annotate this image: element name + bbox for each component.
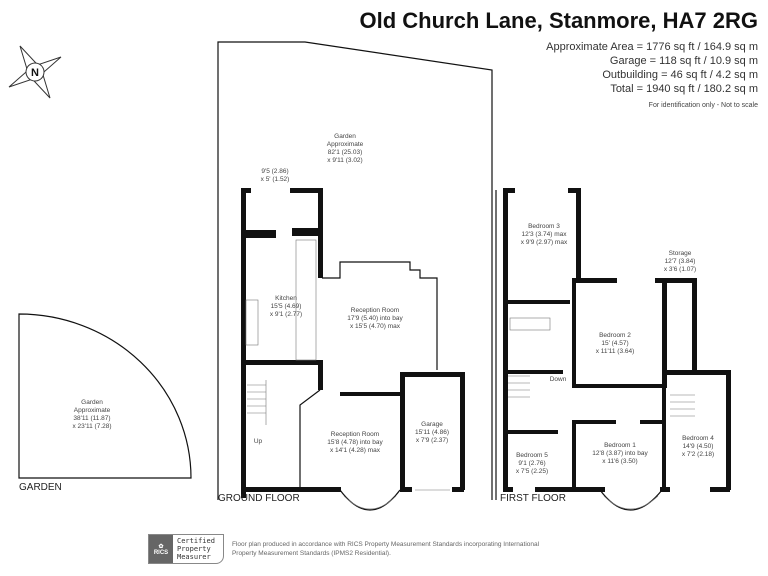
room-dimension: 82'1 (25.03) <box>328 149 363 156</box>
room-name: Reception Room <box>351 307 399 314</box>
room-name: Garden <box>334 133 356 140</box>
room-note: Approximate <box>327 141 364 148</box>
rics-badge-text: Certified Property Measurer <box>173 535 223 563</box>
room-dimension: 15' (4.57) <box>601 340 628 347</box>
approximate-area: Approximate Area = 1776 sq ft / 164.9 sq… <box>546 41 758 53</box>
room-note: Approximate <box>74 407 111 414</box>
room-label-garden: Garden Approximate 82'1 (25.03) x 9'11 (… <box>327 133 364 164</box>
stairs-icon <box>508 375 695 417</box>
room-dimension: 12'3 (3.74) max <box>522 231 568 238</box>
room-dimension: 17'9 (5.40) into bay <box>347 315 403 322</box>
room-label-garage: Garage 15'11 (4.86) x 7'9 (2.37) <box>415 421 449 444</box>
ground-floor-label: GROUND FLOOR <box>218 493 300 504</box>
room-name: Bedroom 2 <box>599 332 631 339</box>
rics-disclaimer: Floor plan produced in accordance with R… <box>231 541 540 557</box>
room-name: Bedroom 1 <box>604 442 636 449</box>
room-label-reception-room-rear: Reception Room 17'9 (5.40) into bay x 15… <box>347 307 403 330</box>
ground-floor-plan: Up Garden Approximate 82'1 (25.03) x 9'1… <box>217 41 493 511</box>
property-address-title: Old Church Lane, Stanmore, HA7 2RG <box>359 8 758 33</box>
room-dimension: x 14'1 (4.28) max <box>330 447 381 454</box>
rics-logo-text: RICS <box>153 549 169 556</box>
room-name: Reception Room <box>331 431 379 438</box>
garden-outbuilding-plan: Garden Approximate 38'11 (11.87) x 23'11… <box>18 313 192 493</box>
compass-north-label: N <box>31 67 39 79</box>
room-dimension: 9'5 (2.86) <box>261 168 288 175</box>
room-name: Kitchen <box>275 295 297 302</box>
total-area: Total = 1940 sq ft / 180.2 sq m <box>610 83 758 95</box>
room-dimension: x 9'9 (2.97) max <box>521 239 568 246</box>
room-name: Bedroom 5 <box>516 452 548 459</box>
room-dimension: 15'11 (4.86) <box>415 429 449 436</box>
room-label-reception-room-front: Reception Room 15'8 (4.78) into bay x 14… <box>327 431 383 454</box>
rics-logo: ✿ RICS <box>149 535 173 563</box>
room-dimension: 15'5 (4.69) <box>271 303 302 310</box>
room-dimension: x 11'6 (3.50) <box>602 458 637 465</box>
room-label-bedroom-3: Bedroom 3 12'3 (3.74) max x 9'9 (2.97) m… <box>521 223 568 246</box>
stairs-up-label: Up <box>254 438 263 445</box>
badge-line: Property <box>177 545 211 553</box>
compass-icon: N <box>8 45 62 99</box>
room-dimension: x 9'11 (3.02) <box>327 157 362 164</box>
room-name: Bedroom 4 <box>682 435 714 442</box>
room-label-utility: 9'5 (2.86) x 5' (1.52) <box>261 168 290 183</box>
room-dimension: x 9'1 (2.77) <box>270 311 302 318</box>
outbuilding-area: Outbuilding = 46 sq ft / 4.2 sq m <box>602 69 758 81</box>
room-name: Storage <box>669 250 692 257</box>
footer: ✿ RICS Certified Property Measurer Floor… <box>148 534 562 564</box>
room-dimension: x 7'9 (2.37) <box>416 437 448 444</box>
room-dimension: x 11'11 (3.64) <box>596 348 635 355</box>
room-dimension: 12'8 (3.87) into bay <box>592 450 648 457</box>
room-dimension: 14'9 (4.50) <box>683 443 714 450</box>
room-dimension: x 23'11 (7.28) <box>72 423 111 430</box>
badge-line: Certified <box>177 537 215 545</box>
room-label-bedroom-2: Bedroom 2 15' (4.57) x 11'11 (3.64) <box>596 332 635 355</box>
room-dimension: x 7'5 (2.25) <box>516 468 548 475</box>
scale-note: For identification only - Not to scale <box>648 102 758 109</box>
room-label-storage: Storage 12'7 (3.84) x 3'6 (1.07) <box>664 250 696 273</box>
garage-area: Garage = 118 sq ft / 10.9 sq m <box>609 55 758 67</box>
room-name: Garden <box>81 399 103 406</box>
room-label-bedroom-4: Bedroom 4 14'9 (4.50) x 7'2 (2.18) <box>682 435 714 458</box>
area-summary: Approximate Area = 1776 sq ft / 164.9 sq… <box>546 40 758 113</box>
room-dimension: 9'1 (2.76) <box>518 460 545 467</box>
room-dimension: 38'11 (11.87) <box>73 415 110 422</box>
stairs-icon <box>247 380 267 425</box>
stairs-down-label: Down <box>550 376 567 383</box>
room-label-bedroom-1: Bedroom 1 12'8 (3.87) into bay x 11'6 (3… <box>592 442 648 465</box>
rics-badge: ✿ RICS Certified Property Measurer <box>148 534 224 564</box>
room-name: Bedroom 3 <box>528 223 560 230</box>
first-floor-plan: Down Bedroom 3 12'3 (3.74) max x 9'9 (2.… <box>495 188 731 511</box>
badge-line: Measurer <box>177 553 211 561</box>
room-dimension: 12'7 (3.84) <box>665 258 696 265</box>
room-dimension: 15'8 (4.78) into bay <box>327 439 383 446</box>
rics-emblem-icon: ✿ <box>158 543 164 550</box>
room-dimension: x 15'5 (4.70) max <box>350 323 401 330</box>
room-label-kitchen: Kitchen 15'5 (4.69) x 9'1 (2.77) <box>270 295 302 318</box>
garden-floor-label: GARDEN <box>19 482 62 493</box>
first-floor-label: FIRST FLOOR <box>500 493 566 504</box>
room-name: Garage <box>421 421 443 428</box>
room-dimension: x 7'2 (2.18) <box>682 451 714 458</box>
room-dimension: x 5' (1.52) <box>261 176 290 183</box>
room-dimension: x 3'6 (1.07) <box>664 266 696 273</box>
room-label-bedroom-5: Bedroom 5 9'1 (2.76) x 7'5 (2.25) <box>516 452 548 475</box>
